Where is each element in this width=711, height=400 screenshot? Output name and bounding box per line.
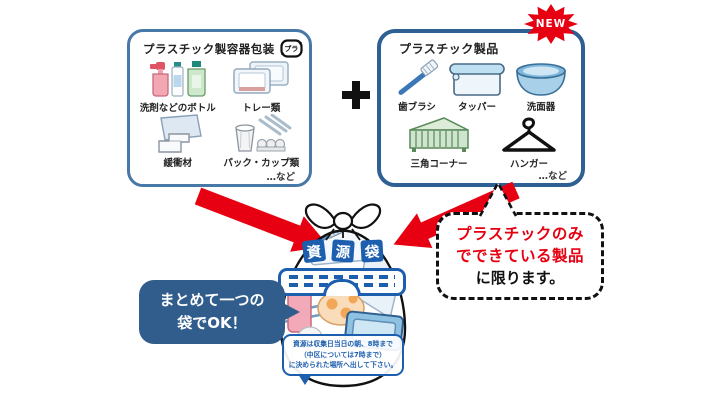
products-row-1: 歯ブラシ タッパー (381, 57, 581, 113)
plus-icon (342, 81, 370, 109)
washbasin-icon (511, 57, 571, 99)
item-hanger: ハンガー (500, 114, 558, 170)
spray-bottles-icon (147, 59, 209, 99)
restriction-bubble-tail (478, 180, 518, 217)
item-cushioning: 緩衝材 (136, 114, 220, 169)
etc-label: …など (538, 171, 567, 182)
summary-bubble-tail (283, 303, 300, 321)
restriction-line2: でできている製品 (455, 246, 584, 265)
bag-notice-line: （中区については7時まで） (300, 350, 386, 359)
packaging-box-header: プラスチック製容器包装 プラ (130, 32, 309, 58)
item-label: 洗面器 (526, 102, 556, 113)
bag-title: 資 源 袋 (268, 238, 418, 264)
restriction-bubble: プラスチックのみ でできている製品 に限ります。 (436, 212, 604, 300)
bag-knot-icon (304, 203, 382, 231)
bag-notice-line: 資源は収集日当日の朝、8時まで (293, 340, 393, 348)
new-badge: NEW (523, 3, 579, 45)
summary-bubble: まとめて一つの 袋でOK！ (139, 280, 300, 344)
bag-band-notch (323, 279, 361, 296)
packaging-box: プラスチック製容器包装 プラ (127, 29, 312, 187)
item-packs-cups: パック・カップ類 (220, 114, 304, 169)
item-toothbrush: 歯ブラシ (391, 57, 443, 113)
restriction-line1: プラスチックのみ (456, 225, 584, 243)
trays-icon (230, 59, 292, 99)
cushioning-icon (147, 114, 209, 154)
packaging-items-grid: 洗剤などのボトル トレー類 (130, 58, 309, 169)
item-label: パック・カップ類 (223, 158, 300, 169)
item-label: トレー類 (242, 103, 281, 114)
new-badge-label: NEW (535, 18, 567, 30)
item-food-container: タッパー (444, 57, 510, 113)
bag-notice-line: に決められた場所へ出して下さい。 (288, 361, 398, 370)
bag-title-char: 資 (301, 238, 327, 264)
bag-dashed-band (278, 268, 406, 296)
item-trays: トレー類 (220, 59, 304, 114)
bag-title-char: 袋 (360, 239, 384, 263)
etc-label: …など (266, 172, 295, 183)
summary-bubble-line2: 袋でOK！ (177, 313, 247, 332)
packs-cups-icon (230, 114, 292, 154)
bag-notice-tail (298, 374, 312, 392)
sink-corner-icon (404, 114, 474, 156)
hanger-icon (500, 114, 558, 156)
item-detergent-bottles: 洗剤などのボトル (136, 59, 220, 114)
summary-bubble-line1: まとめて一つの (159, 291, 265, 309)
bag-notice: 資源は収集日当日の朝、8時まで （中区については7時まで） に決められた場所へ出… (282, 334, 404, 376)
plastic-recycle-mark-icon: プラ (280, 39, 303, 58)
item-label: 洗剤などのボトル (139, 103, 216, 114)
products-row-2: 三角コーナー ハンガー (381, 114, 581, 170)
item-label: 歯ブラシ (398, 102, 436, 113)
products-box: プラスチック製品 歯ブラシ (377, 29, 585, 187)
packaging-box-title: プラスチック製容器包装 (143, 41, 275, 56)
resource-bag: 資 源 袋 資源は収集日当日の朝、8時まで （中区については7時まで） に決めら… (268, 188, 418, 395)
item-label: ハンガー (509, 159, 548, 170)
item-sink-corner: 三角コーナー (404, 114, 474, 170)
products-box-title: プラスチック製品 (399, 42, 499, 56)
bag-title-char: 源 (331, 239, 355, 263)
item-washbasin: 洗面器 (511, 57, 571, 113)
item-label: 三角コーナー (410, 159, 468, 170)
food-container-icon (444, 57, 510, 99)
item-label: 緩衝材 (163, 158, 192, 169)
item-label: タッパー (457, 102, 496, 113)
toothbrush-icon (391, 57, 443, 99)
restriction-line3: に限ります。 (475, 269, 565, 288)
